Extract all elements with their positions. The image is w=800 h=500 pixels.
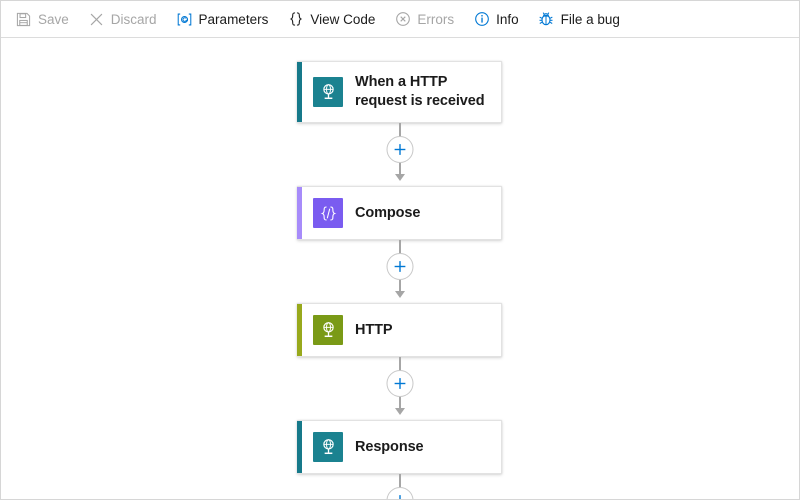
connector-2 xyxy=(297,240,502,303)
node-title: HTTP xyxy=(355,321,393,338)
view-code-button-label: View Code xyxy=(310,11,376,27)
discard-button[interactable]: Discard xyxy=(86,5,166,33)
info-button-label: Info xyxy=(496,11,519,27)
connector-arrow-icon xyxy=(394,174,405,182)
workflow-node-compose[interactable]: Compose xyxy=(297,186,502,241)
connector-3 xyxy=(297,357,502,420)
node-body: Compose xyxy=(302,187,501,239)
node-accent-bar xyxy=(297,187,302,240)
bug-icon xyxy=(538,11,555,28)
node-body: HTTP xyxy=(302,304,501,356)
add-step-button-2[interactable] xyxy=(386,253,413,281)
connector-line xyxy=(398,163,401,177)
connector-1 xyxy=(297,123,502,186)
http-request-trigger-icon xyxy=(313,77,343,108)
info-icon xyxy=(473,11,490,28)
errors-button[interactable]: Errors xyxy=(392,5,463,33)
node-body: Response xyxy=(302,421,501,473)
node-title: When a HTTP request is received xyxy=(355,74,485,110)
parameters-button[interactable]: Parameters xyxy=(174,5,278,33)
node-accent-bar xyxy=(297,62,302,123)
workflow-node-http[interactable]: HTTP xyxy=(297,303,502,358)
discard-icon xyxy=(88,11,105,28)
connector-line xyxy=(398,357,401,372)
connector-line xyxy=(398,123,401,138)
add-step-button-1[interactable] xyxy=(386,136,413,164)
parameters-button-label: Parameters xyxy=(198,11,269,27)
errors-icon xyxy=(394,11,411,28)
save-button-label: Save xyxy=(38,11,69,27)
parameters-icon xyxy=(176,11,193,28)
node-title: Compose xyxy=(355,204,421,221)
workflow-node-response[interactable]: Response xyxy=(297,420,502,475)
info-button[interactable]: Info xyxy=(471,5,528,33)
file-a-bug-button[interactable]: File a bug xyxy=(536,5,629,33)
response-icon xyxy=(313,432,343,463)
save-icon xyxy=(15,11,32,28)
connector-line xyxy=(398,397,401,411)
view-code-icon xyxy=(287,11,304,28)
connector-line xyxy=(398,280,401,294)
node-body: When a HTTP request is received xyxy=(302,62,501,122)
designer-canvas[interactable]: When a HTTP request is received xyxy=(1,38,799,499)
add-step-button-4[interactable] xyxy=(386,487,413,499)
save-button[interactable]: Save xyxy=(13,5,78,33)
node-accent-bar xyxy=(297,304,302,357)
http-action-icon xyxy=(313,315,343,346)
connector-line xyxy=(398,240,401,255)
discard-button-label: Discard xyxy=(110,11,157,27)
workflow-node-when-a-http-request-is-received[interactable]: When a HTTP request is received xyxy=(297,61,502,124)
designer-toolbar: Save Discard Parameters xyxy=(1,1,799,38)
connector-arrow-icon xyxy=(394,408,405,416)
connector-4 xyxy=(297,474,502,499)
view-code-button[interactable]: View Code xyxy=(285,5,384,33)
connector-arrow-icon xyxy=(394,291,405,299)
errors-button-label: Errors xyxy=(417,11,455,27)
compose-icon xyxy=(313,198,343,229)
workflow-graph: When a HTTP request is received xyxy=(297,61,502,499)
node-title: Response xyxy=(355,438,424,455)
connector-line xyxy=(398,474,401,489)
add-step-button-3[interactable] xyxy=(386,370,413,398)
file-a-bug-button-label: File a bug xyxy=(560,11,620,27)
node-accent-bar xyxy=(297,421,302,474)
